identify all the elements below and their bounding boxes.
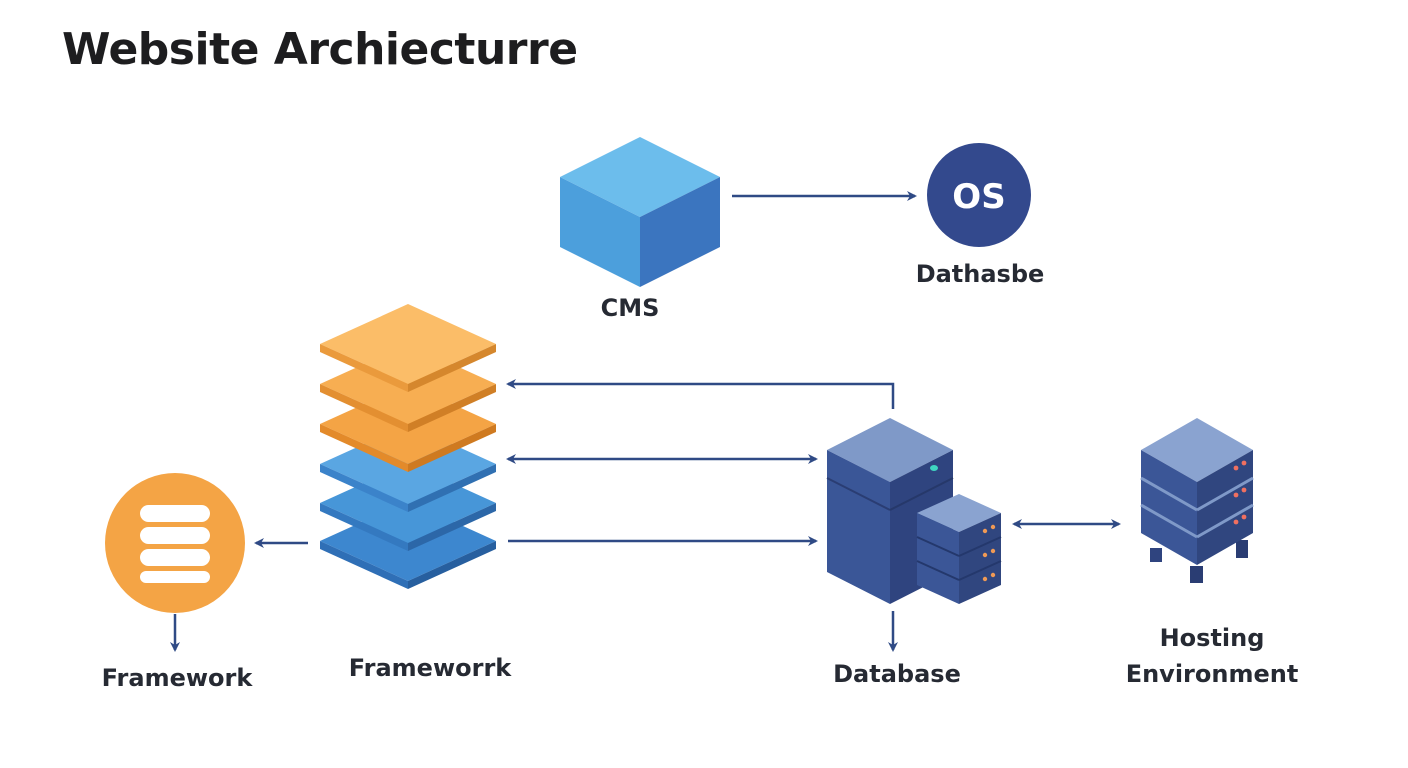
server-icon[interactable] <box>826 418 1002 604</box>
label-hosting-line2: Environment <box>1125 660 1299 688</box>
label-cms: CMS <box>600 294 660 322</box>
connectors <box>170 191 1121 652</box>
label-db-circle: Framework <box>101 664 253 692</box>
os-badge-text: OS <box>952 177 1005 217</box>
label-hosting-line1: Hosting <box>1159 624 1265 652</box>
cube-icon[interactable] <box>560 137 720 287</box>
page-title: Website Archiecturre <box>62 24 578 75</box>
os-badge-icon[interactable]: OS <box>927 143 1031 247</box>
label-os: Dathasbe <box>915 260 1045 288</box>
label-database: Database <box>833 660 961 688</box>
layer-orange-1 <box>320 304 496 392</box>
database-icon[interactable] <box>105 473 245 613</box>
label-layer-stack: Frameworrk <box>348 654 512 682</box>
server-rack-icon[interactable] <box>1140 418 1254 583</box>
server-small-stack <box>916 494 1002 604</box>
layer-stack-icon[interactable] <box>320 304 496 589</box>
arrow-database-to-stack-top <box>506 379 895 409</box>
